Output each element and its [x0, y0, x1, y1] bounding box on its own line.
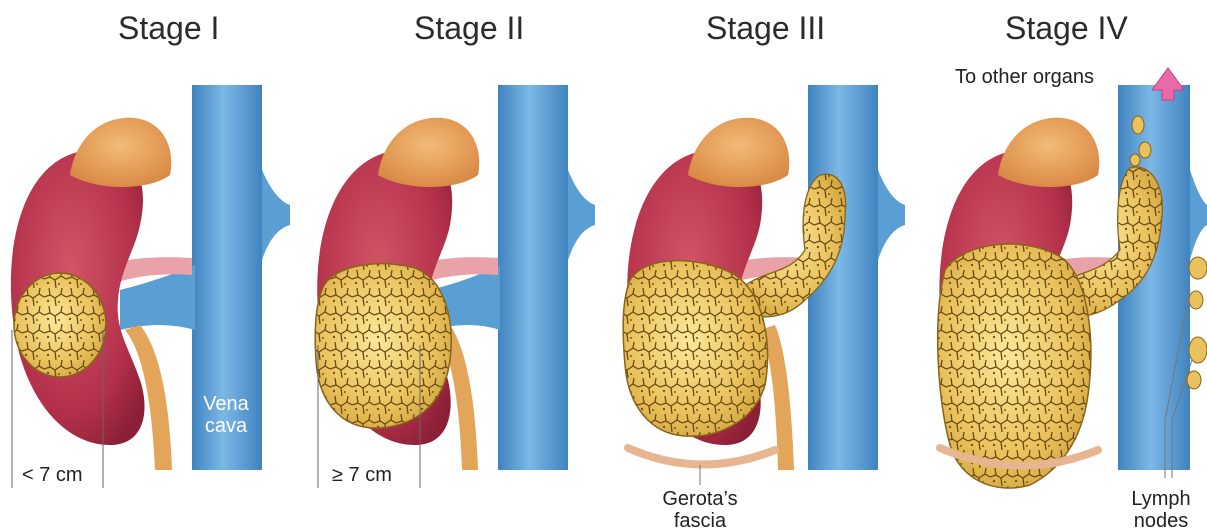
stage-4-diagram: [938, 68, 1207, 488]
stage-1-size-label: < 7 cm: [22, 464, 83, 486]
tumor: [623, 261, 767, 437]
stage-1-title: Stage I: [118, 10, 219, 47]
tumor: [938, 244, 1091, 488]
lymph-nodes-label-line2: nodes: [1118, 510, 1204, 532]
to-other-organs-label: To other organs: [955, 66, 1094, 88]
lymph-nodes-label: Lymph nodes: [1118, 488, 1204, 532]
vena-cava-label: Vena cava: [196, 393, 256, 437]
gerotas-fascia-label-line1: Gerota’s: [650, 488, 750, 510]
adrenal-gland: [688, 118, 789, 187]
stage-2-size-label: ≥ 7 cm: [332, 464, 392, 486]
tumor: [14, 273, 106, 377]
vena-cava-label-line2: cava: [196, 415, 256, 437]
stage-4-title: Stage IV: [1005, 10, 1128, 47]
gerotas-fascia: [628, 448, 775, 465]
stage-2-diagram: [315, 85, 595, 488]
vein-branch: [1190, 170, 1207, 260]
vein-branch: [262, 170, 290, 260]
vena-cava: [498, 85, 568, 470]
tumor: [315, 264, 451, 428]
vein-branch: [878, 170, 905, 260]
adrenal-gland: [378, 118, 479, 187]
gerotas-fascia-label: Gerota’s fascia: [650, 488, 750, 532]
stage-3-diagram: [623, 85, 905, 485]
vena-cava-label-line1: Vena: [196, 393, 256, 415]
adrenal-gland: [70, 118, 171, 187]
stage-3-title: Stage III: [706, 10, 825, 47]
adrenal-gland: [998, 118, 1099, 187]
gerotas-fascia-label-line2: fascia: [650, 510, 750, 532]
lymph-nodes-label-line1: Lymph: [1118, 488, 1204, 510]
vein-branch: [568, 170, 595, 260]
stage-2-title: Stage II: [414, 10, 524, 47]
